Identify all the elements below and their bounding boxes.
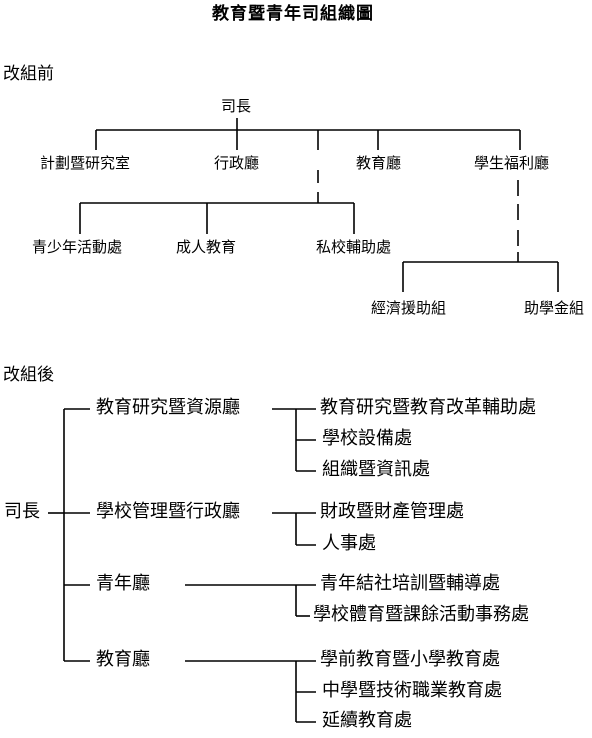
node-department: 青年廳 (96, 573, 150, 594)
node-unit: 人事處 (322, 533, 376, 554)
node-unit: 學校設備處 (322, 428, 412, 449)
node-director: 司長 (4, 501, 40, 522)
node-financial-aid-section: 經濟援助組 (371, 299, 447, 317)
node-department: 學校管理暨行政廳 (96, 501, 240, 522)
node-private-school-support-division: 私校輔助處 (316, 238, 392, 256)
node-unit: 教育研究暨教育改革輔助處 (320, 397, 536, 418)
node-unit: 延續教育處 (322, 710, 412, 731)
node-unit: 學前教育暨小學教育處 (320, 649, 500, 670)
node-unit: 組織暨資訊處 (322, 459, 430, 480)
node-youth-activities-division: 青少年活動處 (32, 238, 123, 256)
node-unit: 財政暨財產管理處 (320, 501, 464, 522)
section-heading-after: 改組後 (3, 365, 54, 385)
node-student-welfare-department: 學生福利廳 (474, 154, 550, 172)
node-planning-research-office: 計劃暨研究室 (40, 154, 131, 172)
node-department: 教育研究暨資源廳 (96, 397, 240, 418)
node-director: 司長 (221, 97, 252, 115)
node-education-department: 教育廳 (356, 154, 402, 172)
section-heading-before: 改組前 (3, 64, 54, 84)
node-administration-department: 行政廳 (214, 154, 260, 172)
node-unit: 青年結社培訓暨輔導處 (320, 573, 500, 594)
node-department: 教育廳 (96, 649, 150, 670)
node-unit: 中學暨技術職業教育處 (322, 680, 502, 701)
node-adult-education: 成人教育 (176, 238, 237, 256)
node-scholarship-section: 助學金組 (524, 299, 585, 317)
chart-title: 教育暨青年司組織圖 (212, 4, 374, 24)
node-unit: 學校體育暨課餘活動事務處 (313, 604, 529, 625)
